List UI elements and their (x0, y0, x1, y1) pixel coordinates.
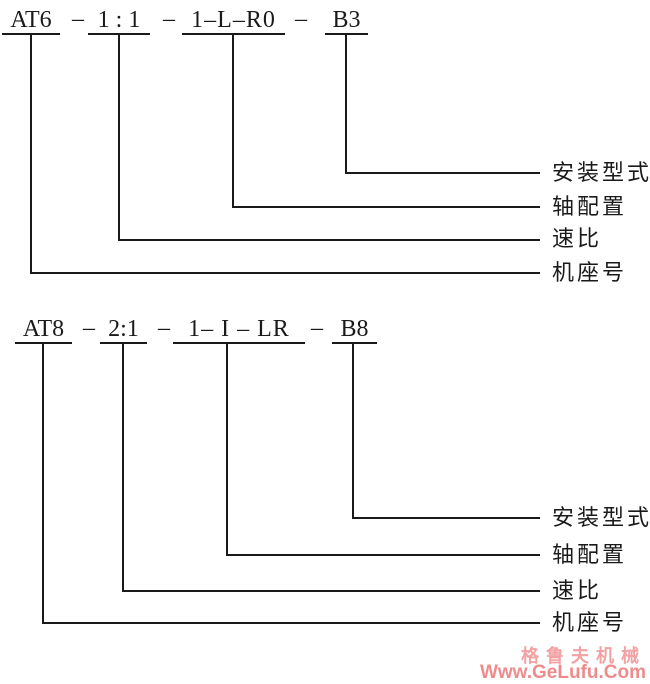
label-speed-ratio: 速比 (552, 226, 603, 251)
connector-vertical-mounting (345, 34, 347, 173)
segment-separator-dash: – (295, 6, 307, 32)
connector-horizontal-mounting (352, 517, 540, 519)
label-shaft-config: 轴配置 (552, 542, 628, 567)
label-mounting-type: 安装型式 (552, 505, 650, 530)
label-shaft-config: 轴配置 (552, 194, 628, 219)
connector-vertical-frame-size (42, 343, 44, 623)
watermark-brand-cn: 格鲁夫机械 (521, 646, 646, 666)
code-segment-ratio: 2:1 (100, 317, 147, 344)
connector-horizontal-frame-size (42, 622, 540, 624)
connector-horizontal-ratio (122, 590, 540, 592)
connector-vertical-mounting (352, 343, 354, 518)
connector-horizontal-frame-size (30, 272, 540, 274)
code-segment-frame-size: AT8 (15, 317, 72, 344)
connector-horizontal-shaft-config (226, 554, 540, 556)
code-segment-shaft-config: 1–L–R0 (182, 8, 285, 35)
label-frame-size: 机座号 (552, 260, 628, 285)
code-segment-mounting: B3 (325, 8, 368, 35)
connector-horizontal-shaft-config (232, 206, 540, 208)
connector-vertical-ratio (118, 34, 120, 240)
segment-separator-dash: – (311, 315, 323, 341)
segment-separator-dash: – (72, 6, 84, 32)
label-mounting-type: 安装型式 (552, 160, 650, 185)
connector-vertical-shaft-config (232, 34, 234, 207)
connector-horizontal-mounting (345, 172, 540, 174)
code-segment-mounting: B8 (332, 317, 377, 344)
segment-separator-dash: – (163, 6, 175, 32)
connector-horizontal-ratio (118, 239, 540, 241)
connector-vertical-shaft-config (226, 343, 228, 555)
connector-vertical-frame-size (30, 34, 32, 273)
connector-vertical-ratio (122, 343, 124, 591)
code-segment-shaft-config: 1– I – LR (173, 317, 305, 344)
label-frame-size: 机座号 (552, 610, 628, 635)
label-speed-ratio: 速比 (552, 578, 603, 603)
segment-separator-dash: – (158, 315, 170, 341)
watermark-url: Www.GeLufu.Com (479, 662, 646, 683)
segment-separator-dash: – (83, 315, 95, 341)
code-segment-frame-size: AT6 (2, 8, 60, 35)
code-segment-ratio: 1 : 1 (88, 8, 150, 35)
